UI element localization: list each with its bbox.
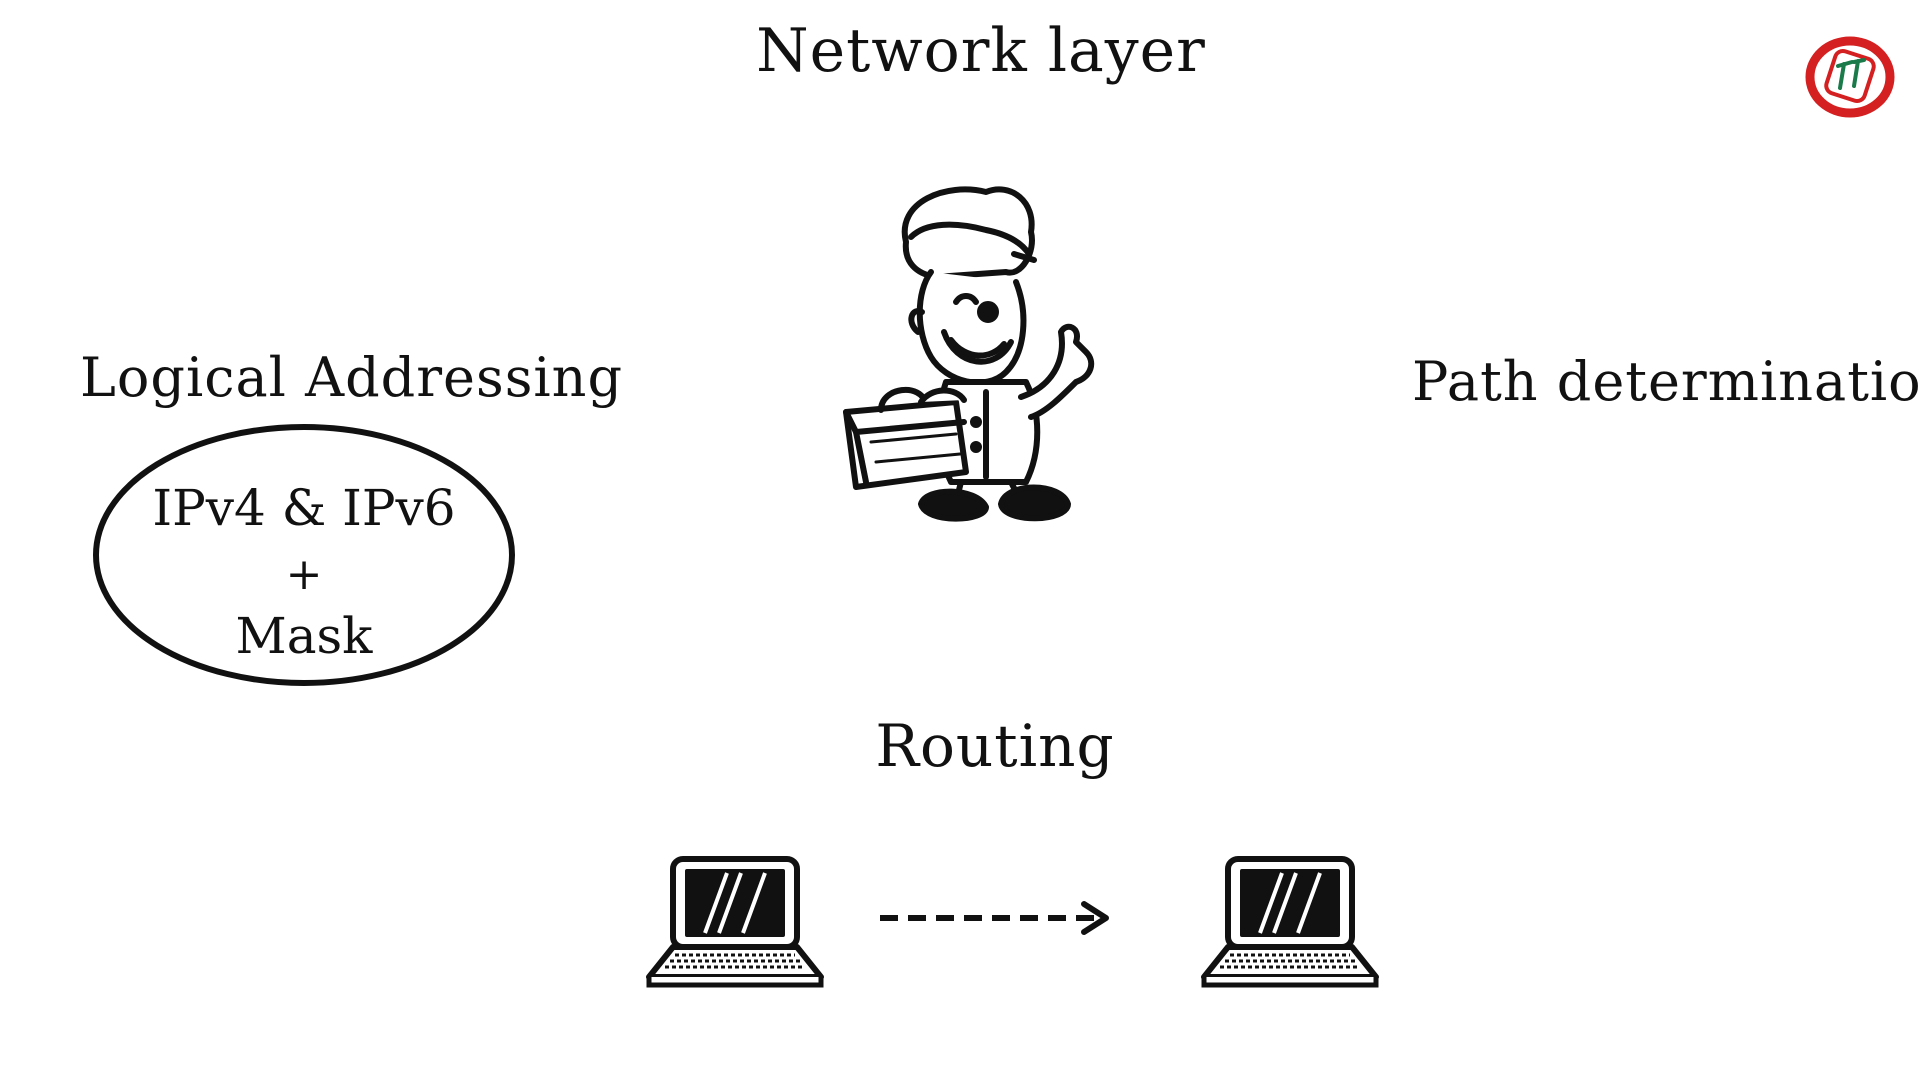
ip-ellipse: IPv4 & IPv6 + Mask bbox=[92, 421, 516, 689]
destination-laptop-icon bbox=[1200, 853, 1380, 993]
logical-addressing-heading: Logical Addressing bbox=[80, 346, 624, 409]
plus-text: + bbox=[285, 549, 323, 600]
source-laptop-icon bbox=[645, 853, 825, 993]
routing-heading: Routing bbox=[875, 712, 1115, 780]
mascot-worker-icon bbox=[836, 182, 1136, 532]
path-determination-heading: Path determination bbox=[1412, 350, 1920, 413]
dashed-arrow-icon bbox=[876, 898, 1116, 938]
mask-text: Mask bbox=[235, 607, 373, 665]
ip-versions-text: IPv4 & IPv6 bbox=[152, 479, 456, 537]
brand-logo-icon bbox=[1804, 36, 1896, 118]
page-title: Network layer bbox=[756, 16, 1206, 86]
